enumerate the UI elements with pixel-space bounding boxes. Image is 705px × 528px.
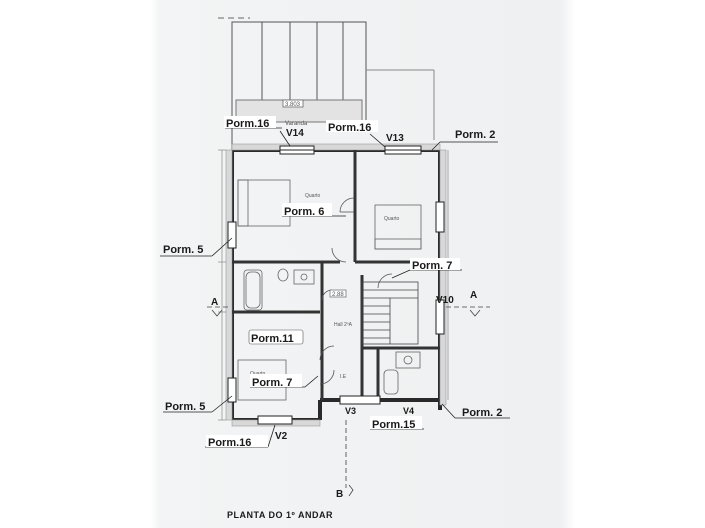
callout-porm2-bottom: Porm. 2 (462, 407, 502, 419)
callout-porm16-bottom: Porm.16 (208, 437, 251, 449)
top-dimension-box (282, 99, 304, 108)
stairs (361, 281, 419, 345)
stair-dimension: 2.88 (332, 292, 344, 298)
callouts: Porm.16 V14 Porm.16 V13 Porm. 2 Porm. 6 … (163, 116, 502, 449)
section-line-b (345, 420, 354, 497)
interior-walls (232, 150, 440, 400)
section-mark-a-left: A (211, 297, 218, 308)
callout-porm6: Porm. 6 (284, 206, 324, 218)
callout-porm11: Porm.11 (251, 333, 294, 345)
callout-porm16-top-left: Porm.16 (226, 118, 269, 130)
callout-porm5-upper: Porm. 5 (163, 244, 203, 256)
section-mark-a-right: A (470, 290, 477, 301)
section-mark-b: B (336, 489, 343, 500)
callout-v3: V3 (345, 406, 356, 416)
windows-bottom (257, 395, 381, 425)
bathroom-fixtures (243, 268, 421, 395)
top-dimension: 3.803 (285, 102, 301, 108)
callout-porm7-right: Porm. 7 (412, 260, 452, 272)
callout-porm7-left: Porm. 7 (252, 377, 292, 389)
windows-side (227, 201, 445, 403)
stair-dimension-box (329, 289, 347, 298)
callout-v2: V2 (275, 431, 288, 442)
room-label-varanda: Varanda (285, 121, 308, 127)
callout-v14: V14 (286, 128, 304, 139)
plan-title: PLANTA DO 1º ANDAR (227, 510, 333, 520)
callout-porm16-top-mid: Porm.16 (328, 122, 371, 134)
callout-v4: V4 (403, 406, 414, 416)
callout-porm2-top: Porm. 2 (455, 129, 495, 141)
callout-porm15: Porm.15 (372, 419, 415, 431)
room-label-quarto-left: Quarto (305, 193, 321, 199)
callout-v10: V10 (436, 295, 454, 306)
room-label-quarto-right: Quarto (384, 216, 400, 222)
room-label-hall: Hall 2ºA (334, 322, 353, 328)
bed-right (374, 204, 422, 250)
callout-v13: V13 (386, 133, 404, 144)
dimension-lines (218, 149, 449, 421)
room-label-ie: I.E (340, 374, 347, 380)
section-line-a (207, 306, 490, 317)
windows-top (279, 145, 422, 155)
callout-porm5-lower: Porm. 5 (165, 401, 205, 413)
